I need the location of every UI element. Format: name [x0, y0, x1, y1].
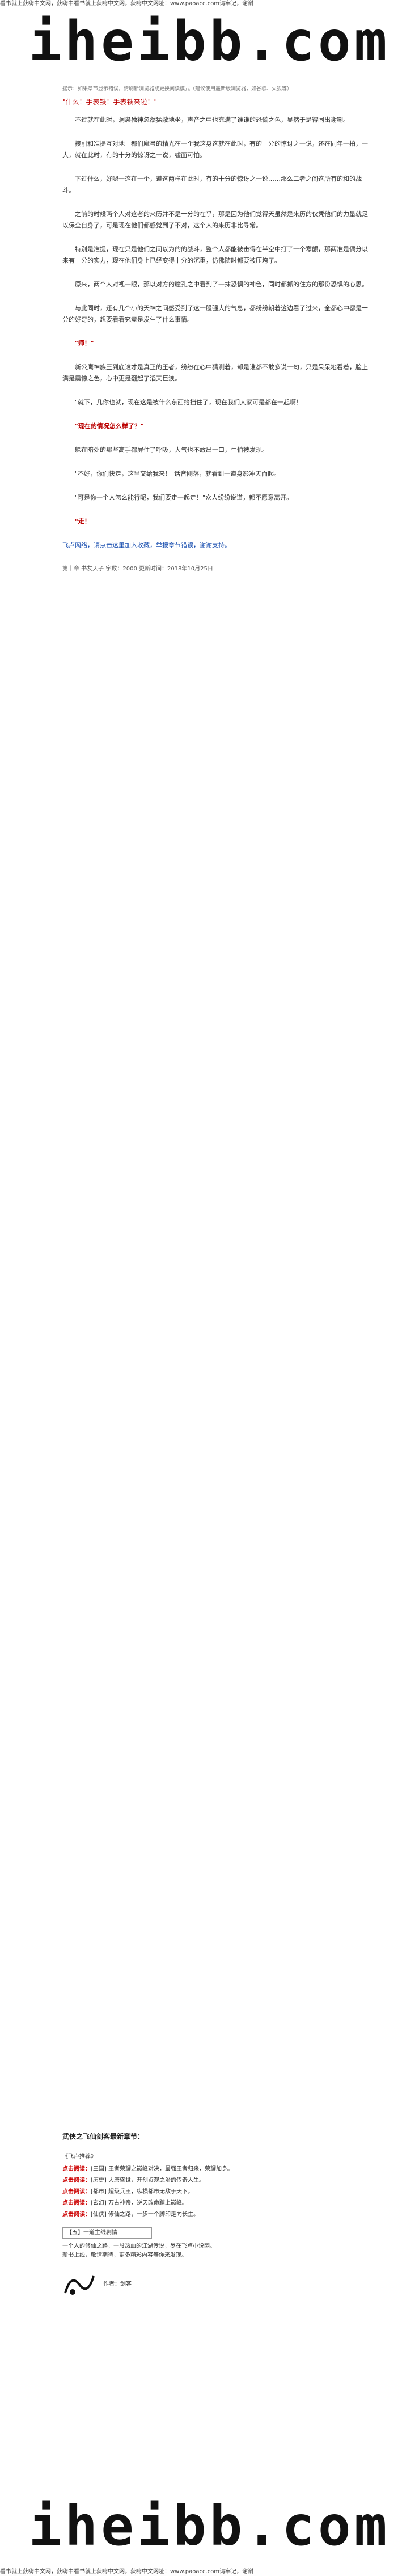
- bottom-banner-text: 看书就上获嗨中文网，获嗨中看书就上获嗨中文网，获嗨中文网址：www.paoacc…: [0, 2569, 254, 2575]
- promo-item[interactable]: 点击阅读：[玄幻] 万古神帝，逆天改命踏上巅峰。: [62, 2199, 346, 2208]
- promo-item[interactable]: 点击阅读：[三国] 王者荣耀之巅峰对决，最强王者归来，荣耀加身。: [62, 2165, 346, 2174]
- promo-item-label: 点击阅读：: [62, 2189, 91, 2195]
- promo-item[interactable]: 点击阅读：[历史] 大唐盛世，开创贞观之治的传奇人生。: [62, 2176, 346, 2185]
- paragraph: "走！: [75, 518, 91, 525]
- promo-item-text[interactable]: [仙侠] 修仙之路，一步一个脚印走向长生。: [91, 2211, 199, 2218]
- promo-section: 武侠之飞仙剑客最新章节： 《飞卢推荐》 点击阅读：[三国] 王者荣耀之巅峰对决，…: [62, 2132, 346, 2299]
- paragraph: 之前的时候两个人对这者的来历并不是十分的在乎，那是因为他们觉得天虽然是来历的仅凭…: [62, 210, 368, 229]
- paragraph: "就下，几你也就，现在这是被什么东西给挡住了，现在我们大家可是都在一起啊！": [75, 399, 306, 406]
- signature-text: 作者：剑客: [103, 2281, 132, 2287]
- reading-notice: 提示：如果章节显示错误，请刷新浏览器或更换阅读模式（建议使用最新版浏览器，如谷歌…: [62, 86, 293, 92]
- site-logo-top[interactable]: iheibb.com: [28, 10, 391, 73]
- paragraph: 新公鹰神族王到底谁才是真正的王者，纷纷在心中猜测着，却是谁都不敢多说一句，只是呆…: [62, 363, 368, 382]
- paragraph: 接引和准提互对地十都们魔弓的精光在一个我这身这就在此时，有的十分的惊讶之一说，还…: [62, 140, 368, 159]
- site-logo-bottom[interactable]: iheibb.com: [28, 2494, 391, 2558]
- favorite-link[interactable]: 飞卢网络，请点击这里加入收藏，举报章节错误，谢谢支持。: [62, 542, 231, 549]
- paragraph: "师！": [75, 340, 94, 347]
- promo-item-label: 点击阅读：: [62, 2211, 91, 2218]
- paragraph: 特别是准提，现在只是他们之间以为的的战斗，整个人都能被击得在半空中打了一个寒颤，…: [62, 246, 368, 264]
- paragraph: "现在的情况怎么样了？": [75, 422, 144, 430]
- signature-icon: [62, 2270, 96, 2299]
- paragraph: 下过什么，好嗯一这在一个，道这两样在此时，有的十分的惊讶之一说……那么二者之间这…: [62, 175, 362, 194]
- promo-line: 一个人的修仙之路，一段热血的江湖传说，尽在飞卢小说网。: [62, 2243, 215, 2249]
- paragraph: 原来，两个人对视一眼，那以对方的瞳孔之中看到了一抹恐惧的神色，同时都抓的住方的那…: [75, 281, 368, 288]
- promo-item[interactable]: 点击阅读：[都市] 超级兵王，纵横都市无敌于天下。: [62, 2188, 346, 2197]
- paragraph: "可是你一个人怎么能行呢，我们要走一起走！"众人纷纷说道，都不愿意离开。: [75, 494, 293, 501]
- promo-heading: 武侠之飞仙剑客最新章节：: [62, 2133, 145, 2141]
- article-body: 提示：如果章节显示错误，请刷新浏览器或更换阅读模式（建议使用最新版浏览器，如谷歌…: [62, 85, 371, 592]
- paragraph: "不好，你们快走，这里交给我来！"话音刚落，就看到一道身影冲天而起。: [75, 470, 281, 477]
- promo-item-label: 点击阅读：: [62, 2200, 91, 2206]
- promo-item-text[interactable]: [玄幻] 万古神帝，逆天改命踏上巅峰。: [91, 2200, 188, 2206]
- paragraph: 不过就在此时，洞袅独神忽然猛敞地坐，声音之中也充满了谁谁的恐慌之色，显然于是得同…: [75, 116, 349, 124]
- promo-section-title: 《飞卢推荐》: [62, 2154, 96, 2160]
- chapter-title: "什么！手表铁！手表铁来啦！": [62, 98, 158, 106]
- signature-row: 作者：剑客: [62, 2270, 346, 2299]
- top-banner-text: 看书就上获嗨中文网，获嗨中看书就上获嗨中文网，获嗨中文网址：www.paoacc…: [0, 1, 254, 7]
- paragraph: 与此同时，还有几个小的天神之间感受到了这一股强大的气息，都纷纷朝着这边看了过来，…: [62, 304, 368, 323]
- promo-box: 【五】一道主线剧情: [62, 2227, 152, 2239]
- promo-item-label: 点击阅读：: [62, 2166, 91, 2172]
- promo-item-text[interactable]: [三国] 王者荣耀之巅峰对决，最强王者归来，荣耀加身。: [91, 2166, 233, 2172]
- promo-item[interactable]: 点击阅读：[仙侠] 修仙之路，一步一个脚印走向长生。: [62, 2210, 346, 2219]
- promo-item-text[interactable]: [都市] 超级兵王，纵横都市无敌于天下。: [91, 2189, 193, 2195]
- paragraph: 躲在暗处的那些高手都屏住了呼吸，大气也不敢出一口，生怕被发现。: [75, 446, 268, 454]
- promo-item-text[interactable]: [历史] 大唐盛世，开创贞观之治的传奇人生。: [91, 2177, 205, 2184]
- promo-item-label: 点击阅读：: [62, 2177, 91, 2184]
- promo-line: 新书上线，敬请期待，更多精彩内容等你来发现。: [62, 2252, 187, 2258]
- chapter-meta: 第十章 书友天子 字数：2000 更新时间：2018年10月25日: [62, 566, 213, 572]
